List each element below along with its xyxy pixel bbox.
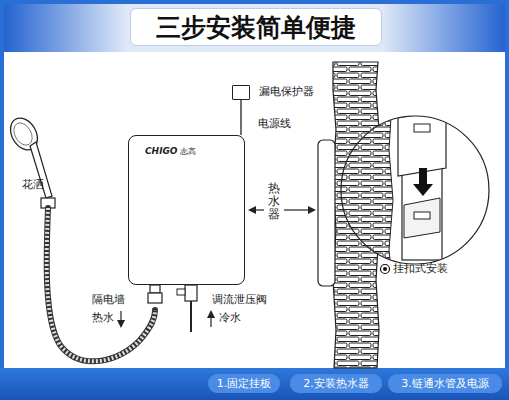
page-title: 三步安装简单便捷 [130, 8, 382, 46]
detail-circle-outline [341, 116, 489, 264]
bullet [381, 265, 390, 274]
step-pill [290, 374, 382, 393]
down-arrow [413, 168, 433, 196]
hook-slot [414, 124, 430, 132]
dimension-arrow [284, 209, 314, 210]
bullet-dot [383, 267, 387, 271]
plate-tab [404, 198, 440, 238]
hot-arrow [120, 311, 121, 326]
power-cable [240, 100, 241, 135]
step-label: 1.固定挂板 [217, 377, 272, 390]
brand-logo: CHIGO志高 [145, 146, 196, 157]
dimension-arrow [250, 209, 264, 210]
wall-label: 隔电墙 [92, 293, 125, 306]
cable-label: 电源线 [257, 116, 292, 131]
brand-name: CHIGO [145, 146, 178, 156]
cold-water-pipe [190, 301, 192, 332]
cold-water-label: 冷水 [219, 311, 241, 324]
shower-head [5, 113, 55, 208]
detail-wall [330, 100, 446, 280]
part-label: 漏电保护器 [259, 85, 314, 98]
outlet-nut [148, 293, 162, 303]
cold-arrow [210, 312, 211, 327]
water-heater: CHIGO志高 [128, 135, 245, 285]
hot-water-outlet [150, 285, 160, 293]
valve-knob [177, 289, 185, 295]
bottom-bar [0, 368, 509, 400]
detail-bricks [330, 100, 393, 280]
brand-name-cn: 志高 [180, 146, 196, 157]
step-pill [208, 374, 280, 393]
mounting-plate [318, 140, 335, 286]
tab-slot [414, 212, 430, 219]
valve-body [185, 285, 197, 301]
shower-label: 花洒 [22, 178, 44, 191]
step-pill [388, 374, 502, 393]
hot-water-label: 热水 [92, 311, 114, 324]
step-label: 3.链通水管及电源 [401, 377, 489, 390]
mount-label: 挂扣式安装 [393, 262, 448, 275]
valve-label: 调流泄压阀 [212, 293, 267, 306]
top-band [0, 0, 509, 52]
step-label: 2.安装热水器 [303, 377, 369, 390]
heater-label: 热水器 [268, 182, 280, 222]
leakage-protector: 漏电保护器 [232, 85, 250, 100]
